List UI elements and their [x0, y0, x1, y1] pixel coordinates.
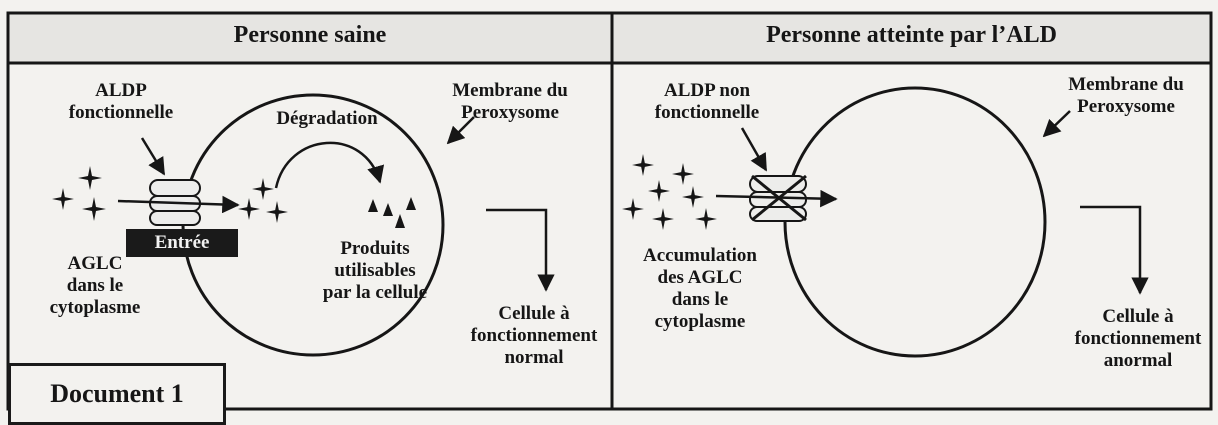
degradation-label: Dégradation [252, 108, 402, 130]
left-membrane-label: Membrane du Peroxysome [430, 80, 590, 124]
right-peroxysome-circle [785, 88, 1045, 356]
normal-cell-label: Cellule à fonctionnement normal [452, 303, 616, 369]
left-substrate-stars [52, 166, 106, 221]
right-blocked-entry-arrow [716, 196, 836, 199]
panel-title-healthy: Personne saine [8, 20, 612, 50]
document-label: Document 1 [8, 363, 226, 425]
aldp-functional-label: ALDP fonctionnelle [46, 80, 196, 124]
right-enzyme-pointer-arrow [742, 128, 766, 170]
left-result-arrow [486, 210, 546, 290]
products-triangles [368, 197, 416, 228]
right-membrane-label: Membrane du Peroxysome [1046, 74, 1206, 118]
right-accumulated-stars [622, 154, 717, 230]
left-enzyme-pointer-arrow [142, 138, 164, 174]
left-peroxysome-circle [183, 95, 443, 355]
accumulation-label: Accumulation des AGLC dans le cytoplasme [612, 245, 788, 333]
right-result-arrow [1080, 207, 1140, 293]
degradation-arrow [276, 143, 380, 188]
left-internal-stars [238, 178, 288, 223]
panel-title-ald: Personne atteinte par l’ALD [612, 20, 1211, 50]
aglc-cytoplasm-label: AGLC dans le cytoplasme [30, 253, 160, 319]
abnormal-cell-label: Cellule à fonctionnement anormal [1062, 306, 1214, 372]
aldp-nonfunctional-label: ALDP non fonctionnelle [622, 80, 792, 124]
products-label: Produits utilisables par la cellule [300, 238, 450, 304]
